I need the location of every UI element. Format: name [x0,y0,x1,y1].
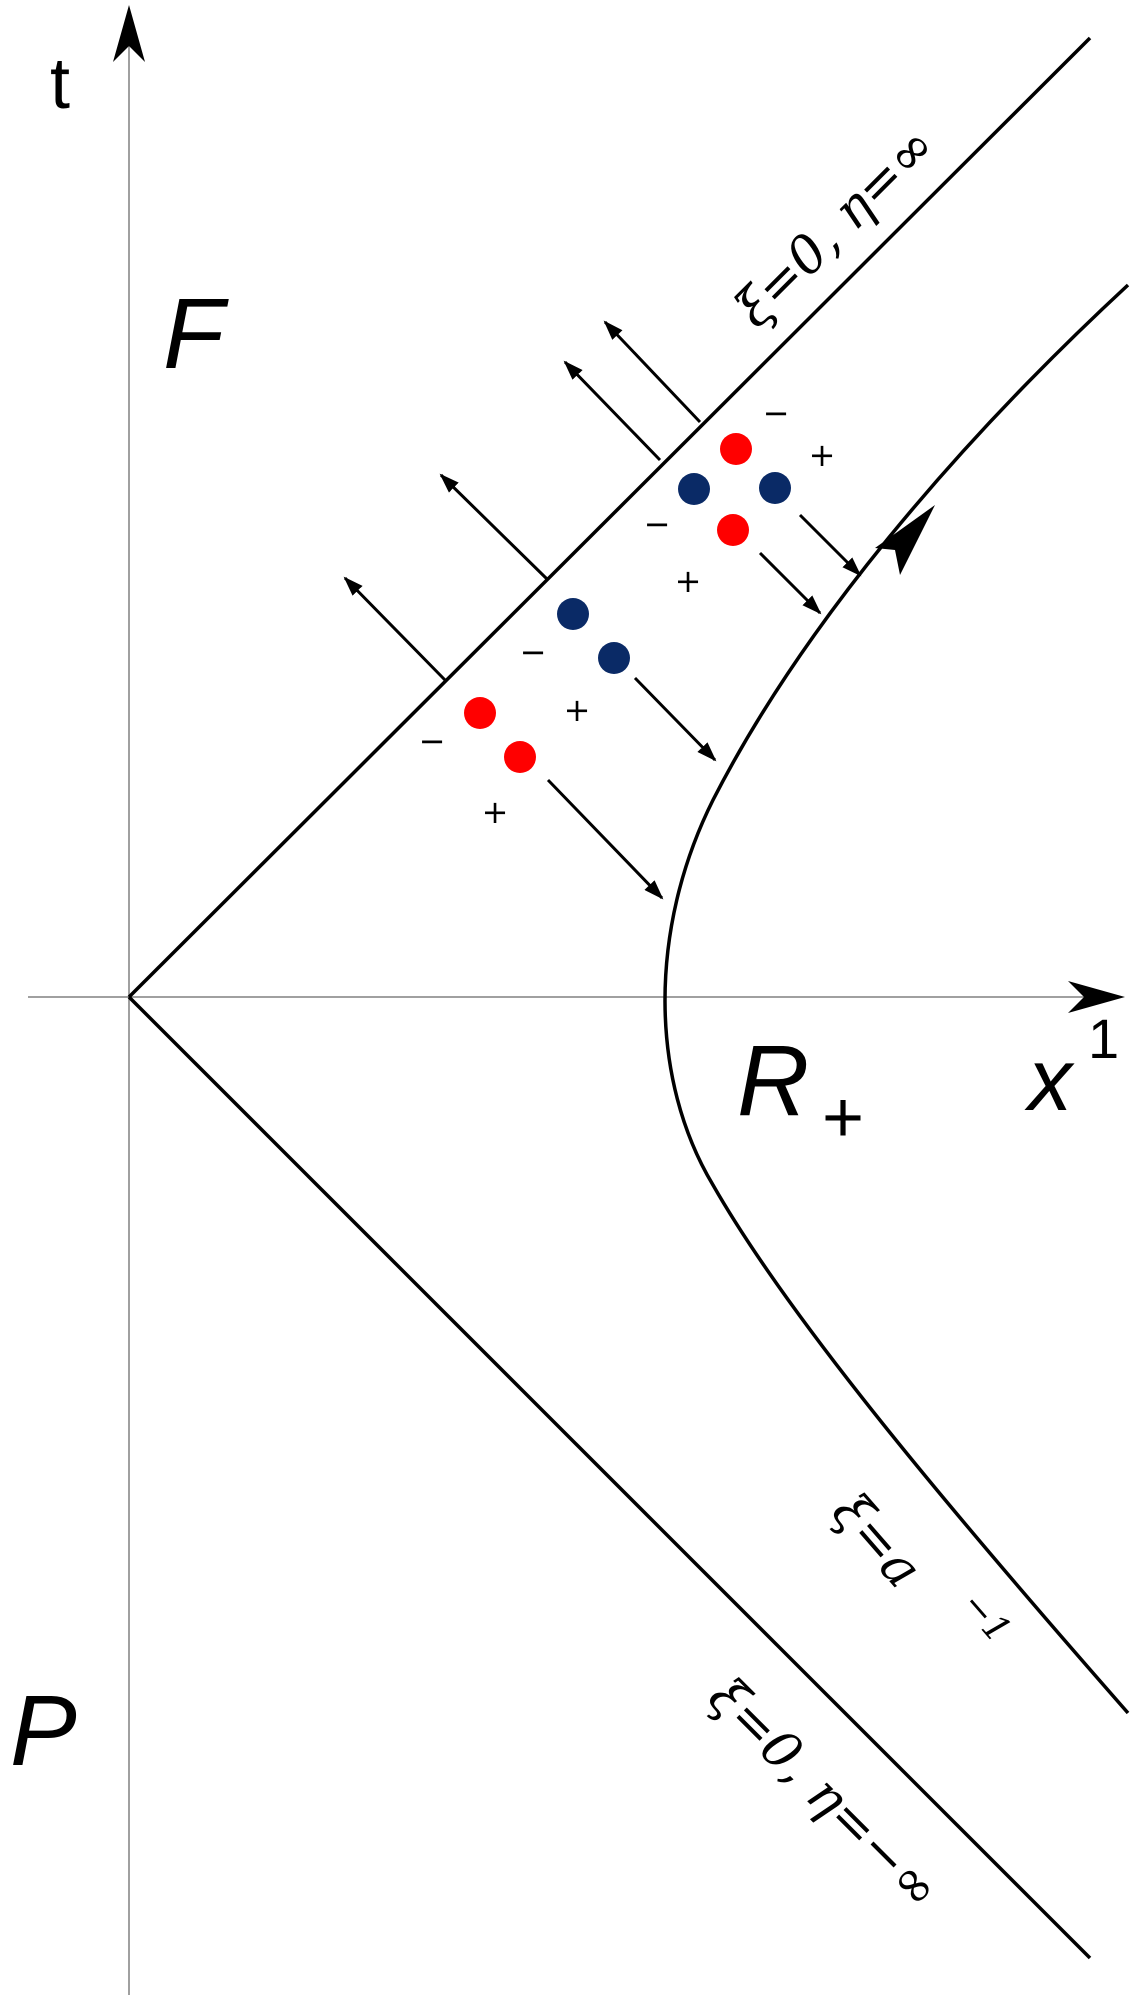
t-axis-arrow-icon [113,5,145,62]
plus-sign: + [564,691,591,729]
x-axis-arrow-icon [1068,981,1125,1013]
inward-arrow [798,513,862,577]
worldline-label-superscript: −1 [953,1584,1019,1651]
inward-arrow [546,778,664,900]
blue-particle [759,472,791,504]
charge-signs: − + − + − + − + [419,394,836,831]
inward-arrow [633,676,717,762]
right-region-subscript: + [822,1078,864,1158]
blue-particle [678,473,710,505]
plus-sign: + [482,793,509,831]
minus-sign: − [763,394,790,432]
particles [464,433,791,773]
plus-sign: + [809,436,836,474]
red-particle [464,697,496,729]
pair-arrows [343,320,862,900]
worldline-hyperbola [663,283,1130,1715]
red-particle [717,514,749,546]
blue-particle [557,598,589,630]
minus-sign: − [644,505,671,543]
past-region-label: P [10,1675,77,1787]
worldline-arrow-icon [875,505,935,575]
inward-arrow [758,551,822,615]
escape-arrow [603,320,702,424]
worldline-label: ξ=a [820,1482,933,1599]
future-region-label: F [163,278,229,390]
plus-sign: + [675,562,702,600]
x-axis-label-superscript: 1 [1088,1007,1119,1070]
escape-arrow [563,360,662,462]
x-axis-label: x [1024,1030,1075,1129]
past-horizon [127,995,1092,1960]
minus-sign: − [520,633,547,671]
escape-arrow [343,576,447,682]
past-horizon-label: ξ=0, η=−∞ [697,1667,952,1922]
t-axis-label: t [50,44,70,124]
escape-arrow [439,473,550,582]
minus-sign: − [419,722,446,760]
right-region-label: R [737,1025,809,1137]
blue-particle [598,642,630,674]
red-particle [720,433,752,465]
red-particle [504,741,536,773]
future-horizon-label: ξ=0, η=∞ [724,115,948,339]
future-horizon [127,36,1092,999]
